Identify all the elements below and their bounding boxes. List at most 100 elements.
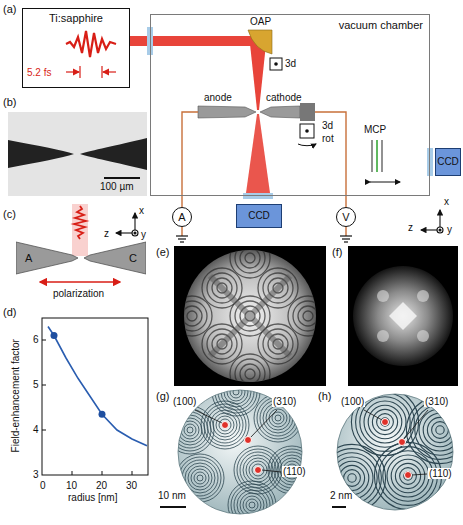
label-holder: y (141, 229, 146, 241)
fem-image-f (348, 246, 458, 386)
tip-photo (8, 112, 147, 196)
tick-label: 30 (126, 480, 137, 491)
fem-image-f (389, 302, 417, 330)
tip-model-g (195, 410, 281, 472)
mcp-detector (370, 140, 400, 182)
label-holder: MCP (364, 124, 386, 136)
ccd-camera: CCD (236, 204, 282, 228)
node-text: Ti:sapphire (49, 12, 103, 25)
electrodes (300, 103, 315, 121)
text-label: 3d (285, 58, 296, 69)
tip-model-h (364, 410, 428, 475)
windows (147, 27, 433, 199)
fem-image-f (377, 290, 389, 302)
label-holder: x (139, 205, 144, 217)
panel-letter: (d) (3, 306, 16, 318)
label-holder: 5 (33, 379, 39, 391)
fem-image-e (230, 238, 270, 278)
tick-label: 20 (96, 480, 107, 491)
node-text: A (178, 211, 185, 224)
panel-letter: (e) (156, 246, 169, 258)
tip-model-h (405, 472, 412, 479)
label-holder: cathode (266, 92, 302, 104)
facet-label: (100) (172, 396, 197, 407)
node-text: C (129, 252, 137, 265)
plot-d (48, 327, 147, 446)
axis-label: z (408, 222, 413, 233)
axis-label: y (447, 224, 452, 235)
label-holder: z (104, 228, 109, 240)
label-holder: (100) (340, 396, 365, 408)
scale-label: 2 nm (330, 490, 352, 501)
tip-model-h (406, 396, 463, 463)
fem-image-e (210, 276, 290, 356)
electrodes (305, 129, 309, 133)
laser-beam (246, 114, 270, 193)
label-holder: (h) (318, 390, 331, 403)
ground-symbol (176, 236, 352, 242)
text-label: rot (322, 133, 334, 144)
vacuum-chamber: vacuum chamber (150, 14, 430, 196)
label-holder: 3d (322, 120, 333, 132)
pulse-c (72, 204, 88, 256)
fem-image-f (353, 266, 453, 366)
node-text: vacuum chamber (339, 19, 423, 32)
label-holder: x (444, 196, 449, 208)
facet-label: (310) (272, 396, 297, 407)
label-holder: (c) (3, 208, 16, 221)
tip-photo (80, 138, 147, 170)
laser-beam (250, 44, 266, 110)
tip-model-g (250, 410, 277, 438)
label-holder: (b) (3, 96, 16, 109)
panel-letter: (f) (332, 246, 342, 258)
label-holder: anode (204, 92, 232, 104)
electrode-shape (84, 242, 146, 274)
wires (181, 227, 182, 236)
fem-image-f (377, 330, 389, 342)
plot-d (42, 340, 46, 341)
label-holder: 100 µm (100, 181, 134, 193)
label-holder: 3 (33, 469, 39, 481)
electrodes (300, 124, 314, 138)
tip-model-h (382, 419, 389, 426)
label-holder: (a) (3, 3, 16, 16)
wires (182, 112, 198, 207)
label-holder: (110) (282, 466, 307, 478)
node-text: CCD (248, 210, 270, 222)
laser-pulse (101, 66, 102, 78)
mcp-detector (381, 140, 383, 172)
mcp-detector (376, 140, 378, 172)
axis-title: radius [nm] (68, 492, 117, 503)
tick-label: 3 (33, 469, 39, 480)
label-holder: (g) (156, 390, 169, 403)
panel-letter: (b) (3, 96, 16, 108)
node-text: V (342, 211, 349, 224)
tip-model-h (337, 394, 453, 510)
plot-d (132, 471, 133, 475)
mcp-detector (371, 140, 373, 172)
axis-label: x (444, 196, 449, 207)
ground-symbol (344, 241, 348, 242)
tick-label: 4 (33, 424, 39, 435)
tip-photo (104, 177, 140, 179)
tip-model-h (318, 388, 463, 511)
wires (182, 112, 346, 236)
facet-label: (110) (282, 466, 307, 477)
tip-model-h (399, 439, 406, 446)
plot-d (42, 318, 148, 475)
pulse-c (40, 204, 120, 282)
axes-a (437, 227, 443, 233)
tick-label: 0 (40, 480, 46, 491)
anode-tip: A (16, 240, 78, 276)
label-holder: 6 (33, 334, 39, 346)
label-holder: 30 (126, 480, 137, 492)
label-holder: (310) (272, 396, 297, 408)
plot-d (42, 430, 46, 431)
fem-image-e (172, 296, 212, 336)
tip-model-g (255, 467, 262, 474)
laser-beam (130, 36, 270, 193)
node-text: A (25, 252, 32, 265)
plot-d (42, 385, 46, 386)
label-holder: (d) (3, 306, 16, 319)
